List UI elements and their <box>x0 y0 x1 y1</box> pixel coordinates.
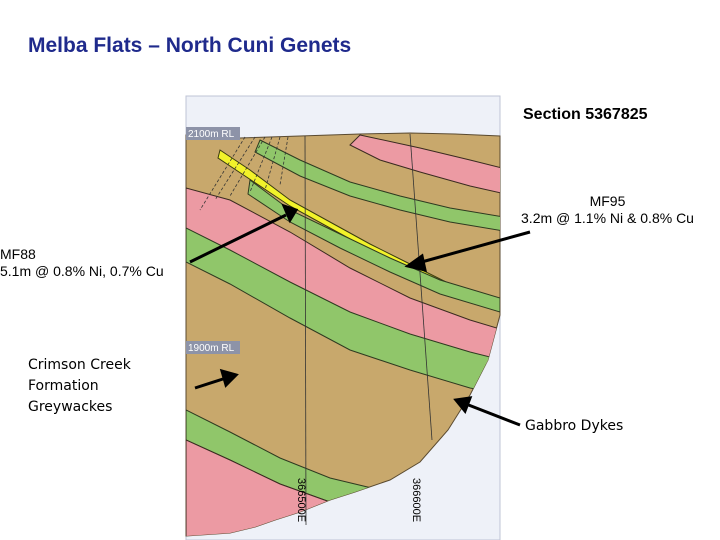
mf88-grade: 5.1m @ 0.8% Ni, 0.7% Cu <box>0 263 164 280</box>
formation-line-3: Greywackes <box>28 397 131 418</box>
formation-line-1: Crimson Creek <box>28 355 131 376</box>
rl-label-upper: 2100m RL <box>188 129 235 140</box>
mf95-annotation: MF95 3.2m @ 1.1% Ni & 0.8% Cu <box>505 193 710 227</box>
rl-label-lower: 1900m RL <box>188 343 235 354</box>
mf88-label: MF88 <box>0 246 164 263</box>
formation-line-2: Formation <box>28 376 131 397</box>
mf95-grade: 3.2m @ 1.1% Ni & 0.8% Cu <box>505 210 710 227</box>
easting-west: 366500E <box>295 478 307 522</box>
mf88-annotation: MF88 5.1m @ 0.8% Ni, 0.7% Cu <box>0 246 164 280</box>
mf95-label: MF95 <box>505 193 710 210</box>
formation-annotation: Crimson Creek Formation Greywackes <box>28 355 131 418</box>
gabbro-annotation: Gabbro Dykes <box>525 418 623 435</box>
section-number-label: Section 5367825 <box>523 106 648 124</box>
easting-east: 366600E <box>410 478 422 522</box>
